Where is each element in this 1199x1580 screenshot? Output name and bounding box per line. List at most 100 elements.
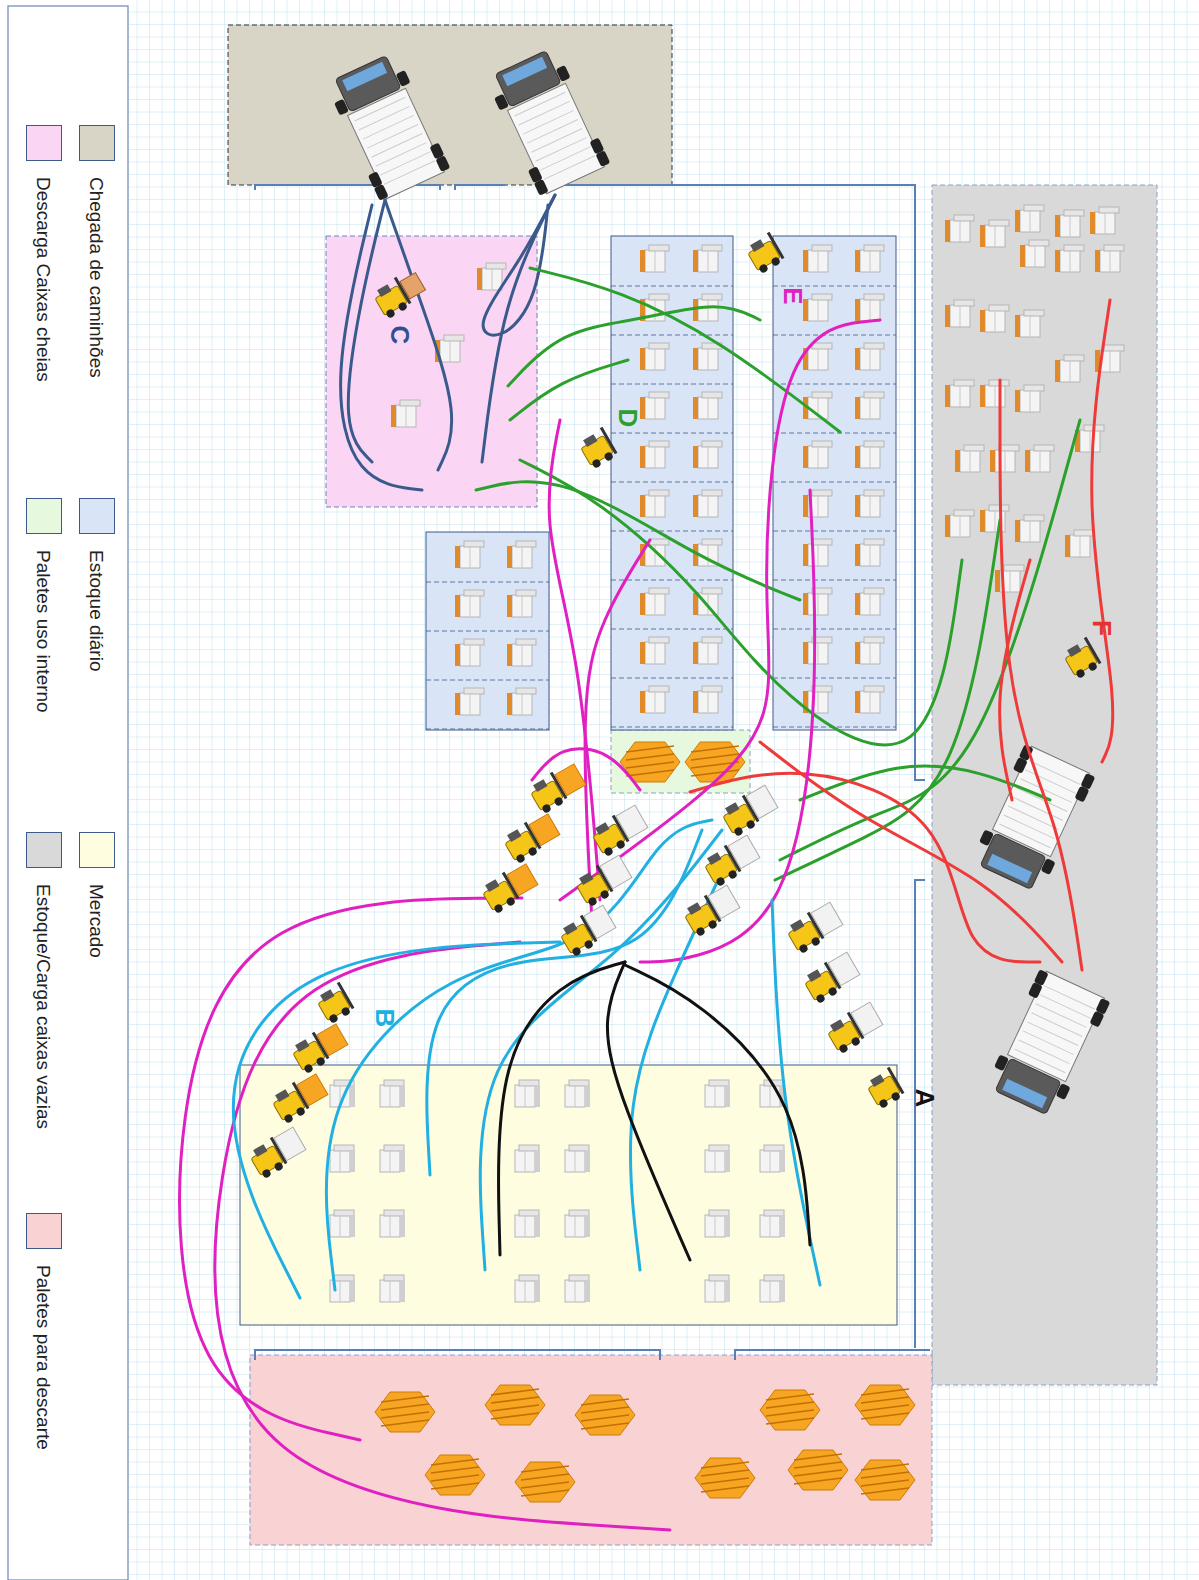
box-icon (1025, 445, 1054, 472)
box-icon (380, 1080, 405, 1107)
box-icon (1015, 205, 1044, 232)
pallet-stack (855, 1460, 915, 1500)
box-icon (455, 541, 484, 568)
rack-divider (611, 678, 733, 679)
flow-path (585, 540, 650, 922)
box-icon (380, 1145, 405, 1172)
pallet-stack (375, 1392, 435, 1432)
forklift-icon (573, 853, 635, 908)
box-icon (980, 505, 1009, 532)
building-wall (455, 185, 505, 190)
flow-path (482, 195, 555, 462)
box-icon (803, 245, 832, 272)
box-icon (693, 392, 722, 419)
box-icon (855, 294, 884, 321)
box-icon (980, 305, 1009, 332)
rack-divider (773, 580, 896, 581)
box-icon (855, 539, 884, 566)
box-icon (455, 590, 484, 617)
box-icon (945, 510, 974, 537)
legend-text: Estoque diário (84, 550, 108, 671)
box-icon (1090, 207, 1119, 234)
flow-path (427, 830, 702, 1175)
box-icon (640, 637, 669, 664)
rack-divider (773, 286, 896, 287)
box-icon (1075, 425, 1104, 452)
flow-path (326, 820, 712, 1290)
forklift-icon (784, 900, 846, 955)
box-icon (565, 1210, 590, 1237)
box-icon (855, 686, 884, 713)
forklift-icon (371, 267, 429, 320)
box-icon (515, 1275, 540, 1302)
legend-text: Descarga Caixas cheias (31, 177, 55, 382)
forklift-icon (719, 783, 781, 838)
building-wall (560, 185, 925, 780)
flow-path (476, 482, 800, 600)
forklift-icon (501, 810, 563, 865)
forklift-icon (824, 1000, 886, 1055)
box-icon (640, 392, 669, 419)
box-icon (693, 441, 722, 468)
box-icon (507, 541, 536, 568)
flow-path (508, 307, 760, 386)
rack-divider (611, 335, 733, 336)
legend-swatch (79, 125, 115, 161)
pallet-stack (695, 1458, 755, 1498)
pallet-stack (575, 1395, 635, 1435)
legend-swatch (26, 832, 62, 868)
box-icon (855, 637, 884, 664)
area-zone (611, 730, 750, 793)
box-icon (640, 588, 669, 615)
box-icon (1065, 530, 1094, 557)
box-icon (391, 400, 420, 427)
area-zone (326, 236, 537, 507)
rack-divider (611, 482, 733, 483)
rack-divider (426, 582, 549, 583)
flow-path (499, 962, 625, 1255)
rack-divider (773, 531, 896, 532)
flow-path (510, 360, 628, 420)
area-zone (426, 532, 549, 730)
box-icon (705, 1145, 730, 1172)
box-icon (507, 688, 536, 715)
rack-divider (426, 729, 549, 730)
box-icon (565, 1080, 590, 1107)
forklift-icon (864, 1067, 905, 1110)
box-icon (565, 1275, 590, 1302)
box-icon (1055, 245, 1084, 272)
forklift-icon (1061, 637, 1102, 680)
box-icon (803, 539, 832, 566)
box-icon (990, 445, 1019, 472)
building-wall (915, 880, 925, 1348)
box-icon (760, 1145, 785, 1172)
rack-divider (773, 433, 896, 434)
flow-path (1092, 300, 1113, 762)
flow-path (1000, 560, 1030, 800)
flow-path (348, 200, 385, 462)
rack-divider (611, 531, 733, 532)
legend-text: Paletes uso interno (31, 550, 55, 713)
box-icon (693, 686, 722, 713)
box-icon (455, 639, 484, 666)
flow-path (233, 942, 560, 1298)
box-icon (515, 1080, 540, 1107)
rack-divider (611, 727, 733, 728)
flow-path (530, 268, 840, 432)
box-icon (980, 220, 1009, 247)
truck-icon (485, 46, 611, 197)
box-icon (693, 343, 722, 370)
rack-divider (773, 678, 896, 679)
forklift-letter: D (614, 409, 642, 428)
box-icon (640, 490, 669, 517)
flow-path (630, 850, 732, 1270)
box-icon (855, 392, 884, 419)
flow-path (772, 900, 820, 1285)
box-icon (955, 445, 984, 472)
rack-divider (426, 631, 549, 632)
box-icon (1055, 355, 1084, 382)
box-icon (1020, 240, 1049, 267)
box-icon (640, 343, 669, 370)
box-icon (980, 380, 1009, 407)
